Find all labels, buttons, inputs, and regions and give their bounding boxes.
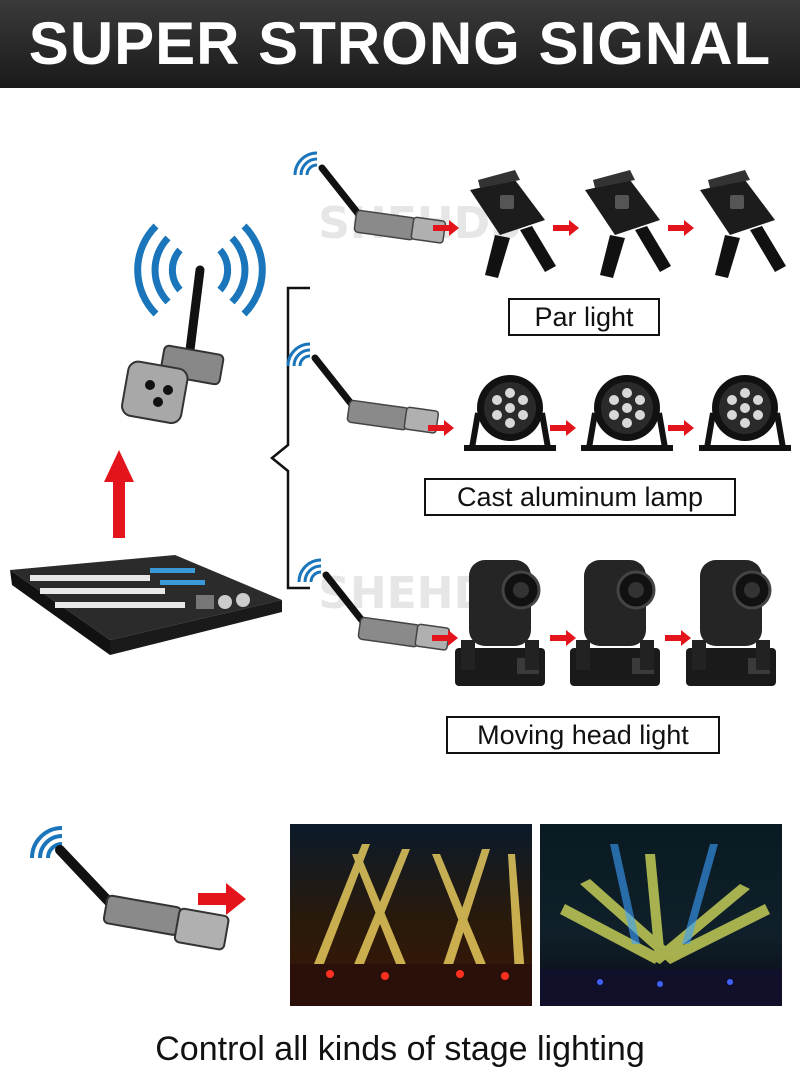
arrow-right-icon <box>668 220 694 236</box>
par-light-icon <box>585 170 671 278</box>
row-par-light <box>293 151 786 278</box>
dmx-receiver-icon <box>315 358 439 433</box>
arrow-right-icon <box>550 630 576 646</box>
cast-aluminum-par-icon <box>581 375 673 451</box>
par-light-icon <box>700 170 786 278</box>
moving-head-icon <box>568 558 662 688</box>
wifi-signal-icon <box>134 223 266 317</box>
bottom-receiver <box>30 826 246 951</box>
arrow-up-icon <box>104 450 134 538</box>
wifi-signal-icon <box>30 826 63 859</box>
arrow-right-icon <box>550 420 576 436</box>
cast-aluminum-par-icon <box>699 375 791 451</box>
dmx-transmitter-icon <box>121 265 225 424</box>
header-banner: SUPER STRONG SIGNAL <box>0 0 800 88</box>
dmx-receiver-icon <box>55 845 230 951</box>
dmx-console-icon <box>10 555 282 655</box>
header-title: SUPER STRONG SIGNAL <box>28 10 772 77</box>
moving-head-icon <box>684 558 778 688</box>
stage-photo-2 <box>540 824 782 1006</box>
main-transmitter <box>121 223 266 424</box>
stage-photo-1 <box>290 824 532 1006</box>
branch-bracket <box>270 286 310 590</box>
arrow-right-icon <box>553 220 579 236</box>
label-moving-head-light: Moving head light <box>446 716 720 754</box>
arrow-right-icon <box>665 630 691 646</box>
wifi-signal-icon <box>286 342 312 368</box>
row-cast-aluminum <box>286 342 791 451</box>
stage-beams-1 <box>290 844 532 1006</box>
arrow-right-icon <box>198 883 246 915</box>
label-par-light: Par light <box>508 298 660 336</box>
label-cast-aluminum-lamp: Cast aluminum lamp <box>424 478 736 516</box>
bottom-caption: Control all kinds of stage lighting <box>155 1030 645 1068</box>
stage-beams-2 <box>540 844 782 1006</box>
wifi-signal-icon <box>293 151 319 177</box>
arrow-right-icon <box>668 420 694 436</box>
cast-aluminum-par-icon <box>464 375 556 451</box>
